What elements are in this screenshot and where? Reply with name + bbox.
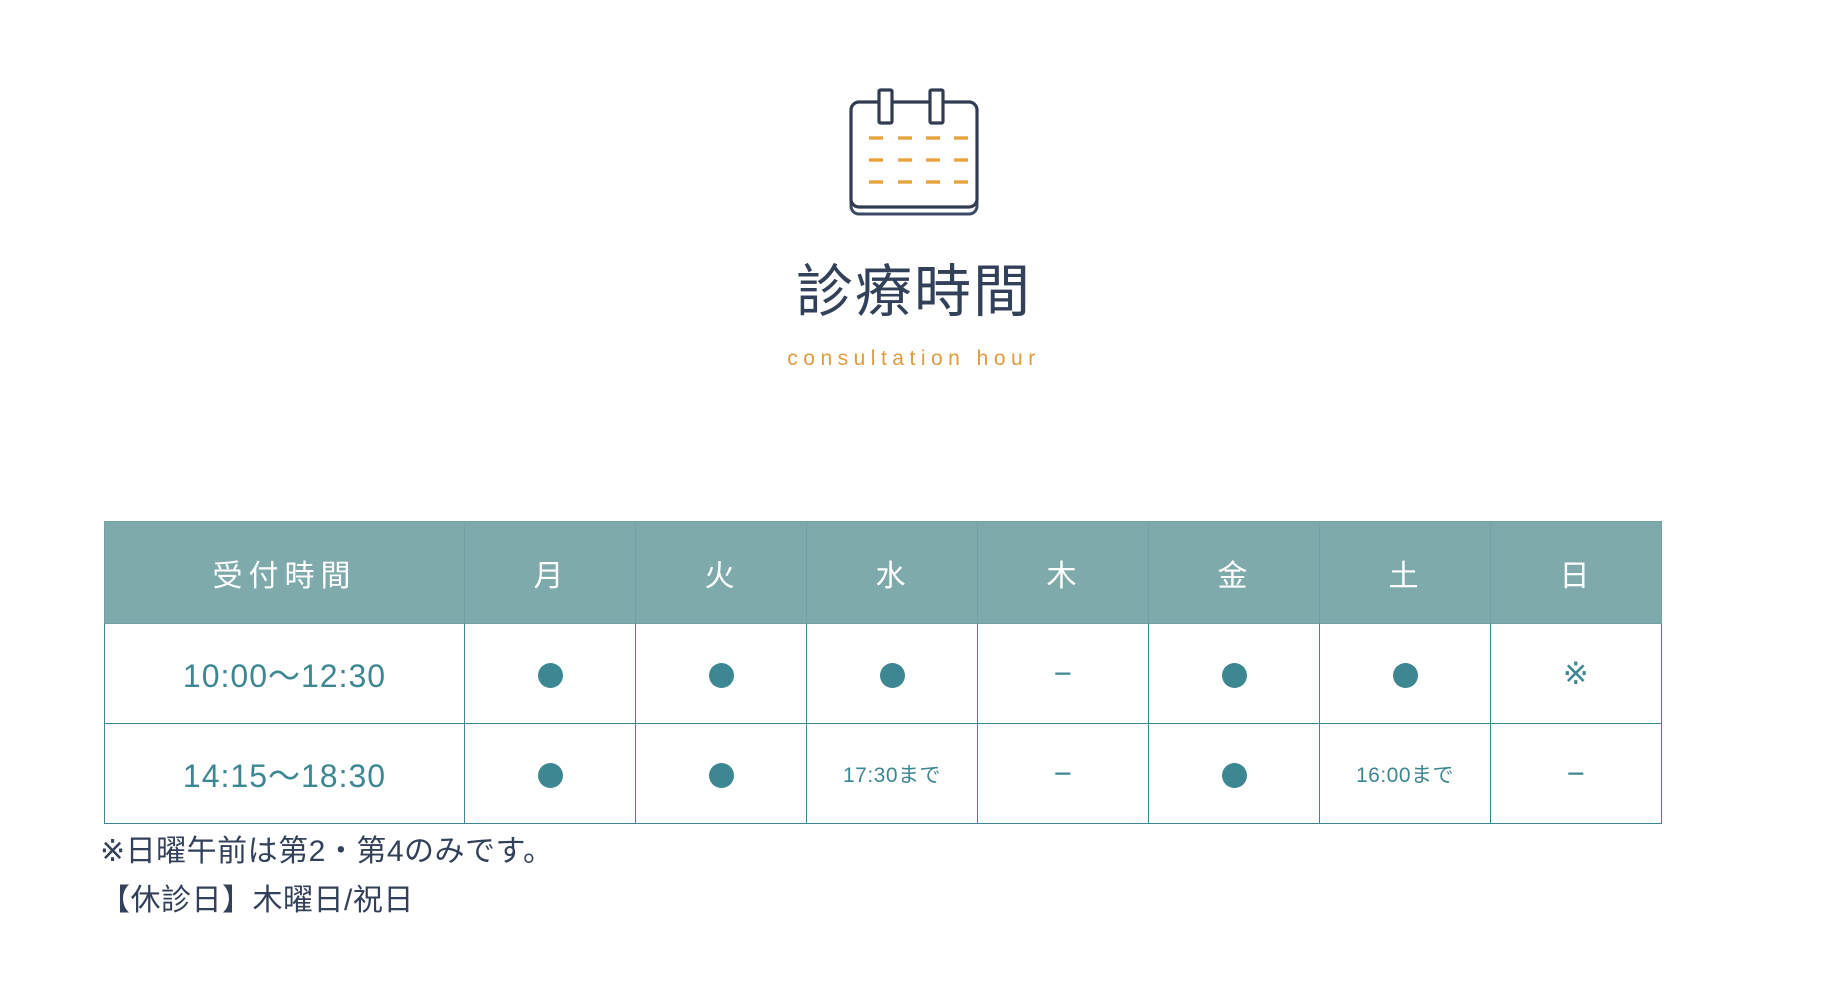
table-row: 10:00〜12:30 − ※ bbox=[104, 623, 1662, 724]
schedule-table-head: 受付時間 月 火 水 木 金 土 日 bbox=[104, 521, 1662, 624]
closed-dash-icon: − bbox=[1053, 655, 1073, 691]
cell-fri-morning bbox=[1148, 623, 1320, 724]
cell-fri-afternoon bbox=[1148, 723, 1320, 824]
cell-sat-afternoon: 16:00まで bbox=[1319, 723, 1491, 824]
cell-thu-afternoon: − bbox=[977, 723, 1149, 824]
available-dot-icon bbox=[1221, 762, 1247, 788]
column-header-fri: 金 bbox=[1148, 521, 1320, 624]
page-subtitle: consultation hour bbox=[787, 346, 1041, 370]
available-dot-icon bbox=[1221, 662, 1247, 688]
calendar-icon bbox=[0, 88, 1828, 223]
row-time-morning: 10:00〜12:30 bbox=[104, 623, 465, 724]
cell-wed-afternoon: 17:30まで bbox=[806, 723, 978, 824]
available-dot-icon bbox=[708, 662, 734, 688]
available-dot-icon bbox=[708, 762, 734, 788]
cell-wed-morning bbox=[806, 623, 978, 724]
available-dot-icon bbox=[537, 762, 563, 788]
column-header-reception-time: 受付時間 bbox=[104, 521, 465, 624]
note-closed-days: 【休診日】木曜日/祝日 bbox=[100, 883, 414, 917]
cell-tue-afternoon bbox=[635, 723, 807, 824]
schedule-table-body: 10:00〜12:30 − ※ 14:15〜18:30 17:30まで − bbox=[104, 623, 1662, 824]
page-header: 診療時間 consultation hour bbox=[0, 0, 1828, 371]
page-title: 診療時間 bbox=[796, 260, 1032, 324]
cell-sun-afternoon: − bbox=[1490, 723, 1662, 824]
cell-thu-morning: − bbox=[977, 623, 1149, 724]
cell-mon-morning bbox=[464, 623, 636, 724]
schedule-notes: ※日曜午前は第2・第4のみです。 【休診日】木曜日/祝日 bbox=[100, 828, 554, 925]
closed-dash-icon: − bbox=[1053, 755, 1073, 791]
column-header-sat: 土 bbox=[1319, 521, 1491, 624]
footnote-asterisk-icon: ※ bbox=[1562, 655, 1590, 691]
cell-sat-morning bbox=[1319, 623, 1491, 724]
column-header-mon: 月 bbox=[464, 521, 636, 624]
schedule-table-container: 受付時間 月 火 水 木 金 土 日 10:00〜12:30 − bbox=[104, 521, 1662, 824]
table-row: 14:15〜18:30 17:30まで − 16:00まで − bbox=[104, 723, 1662, 824]
schedule-table: 受付時間 月 火 水 木 金 土 日 10:00〜12:30 − bbox=[104, 521, 1662, 824]
available-dot-icon bbox=[537, 662, 563, 688]
column-header-tue: 火 bbox=[635, 521, 807, 624]
column-header-sun: 日 bbox=[1490, 521, 1662, 624]
cell-tue-morning bbox=[635, 623, 807, 724]
table-header-row: 受付時間 月 火 水 木 金 土 日 bbox=[104, 521, 1662, 624]
note-sunday-morning: ※日曜午前は第2・第4のみです。 bbox=[100, 835, 554, 868]
closed-dash-icon: − bbox=[1566, 755, 1586, 791]
cell-mon-afternoon bbox=[464, 723, 636, 824]
column-header-wed: 水 bbox=[806, 521, 978, 624]
cell-sun-morning: ※ bbox=[1490, 623, 1662, 724]
available-dot-icon bbox=[1392, 662, 1418, 688]
row-time-afternoon: 14:15〜18:30 bbox=[104, 723, 465, 824]
column-header-thu: 木 bbox=[977, 521, 1149, 624]
available-dot-icon bbox=[879, 662, 905, 688]
